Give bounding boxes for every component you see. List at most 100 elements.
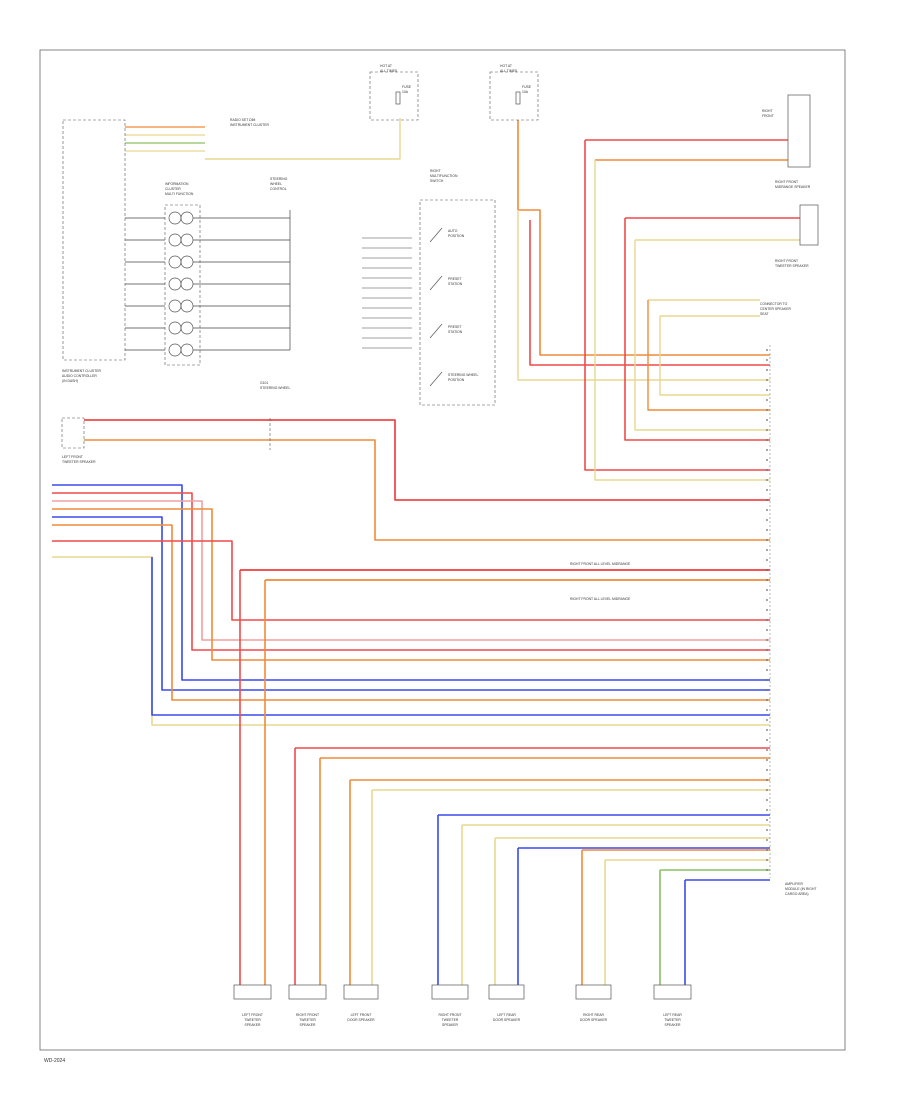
amplifier-pin xyxy=(766,769,768,771)
amplifier-pin xyxy=(766,849,768,851)
amplifier-pin xyxy=(766,489,768,491)
rf-mid-tag: RIGHT xyxy=(762,109,773,113)
switch-contact xyxy=(429,275,443,291)
speaker-label: LEFT REAR xyxy=(497,1013,516,1017)
amplifier-pin xyxy=(766,669,768,671)
amplifier-pin xyxy=(766,419,768,421)
amplifier-pin xyxy=(766,429,768,431)
amplifier-pin xyxy=(766,699,768,701)
cluster-bulb xyxy=(180,211,194,225)
left-connector-wire-blue-b xyxy=(151,557,770,716)
fuse-hot-label: HOT AT xyxy=(500,64,512,68)
component-layer xyxy=(61,71,819,1000)
cluster-bulb xyxy=(180,343,194,357)
amplifier-pin xyxy=(766,789,768,791)
switch-group-label: RIGHT xyxy=(430,169,441,173)
amplifier-pin xyxy=(766,779,768,781)
amplifier-pin xyxy=(766,379,768,381)
rf-tweeter-label: TWEETER SPEAKER xyxy=(775,264,809,268)
fuse-power-wire-3 xyxy=(529,220,770,366)
amplifier-pin xyxy=(766,759,768,761)
switch-label: PRESET xyxy=(448,325,462,329)
cluster-bulb xyxy=(180,255,194,269)
speaker-body xyxy=(288,984,327,1000)
switch-label: POSITION xyxy=(448,378,465,382)
fuse-rating-label: FUSE xyxy=(402,85,412,89)
cluster-bulb xyxy=(168,255,182,269)
left-connector-wire-6 xyxy=(52,524,770,701)
amplifier-pin xyxy=(766,359,768,361)
amplifier-pin xyxy=(766,549,768,551)
speaker-body xyxy=(653,984,692,1000)
speaker-label: LEFT FRONT xyxy=(351,1013,372,1017)
speaker-body xyxy=(233,984,272,1000)
footer-code: WD-2024 xyxy=(44,1058,65,1064)
speaker-label: TWEETER xyxy=(442,1018,459,1022)
amplifier-pin xyxy=(766,509,768,511)
switch-contact xyxy=(429,227,443,243)
info-cluster-label: INFORMATION xyxy=(165,182,189,186)
rf-mid-wire-neg xyxy=(594,160,770,481)
cluster-bulb xyxy=(168,277,182,291)
amplifier-pin xyxy=(766,389,768,391)
right-front-midrange-speaker xyxy=(787,94,811,168)
rf-tw-wire-neg-v xyxy=(634,240,770,431)
switch-contact xyxy=(429,323,443,339)
amplifier-label: CARGO AREA) xyxy=(785,892,809,896)
amplifier-pin xyxy=(766,499,768,501)
amplifier-pin xyxy=(766,559,768,561)
amplifier-pin xyxy=(766,689,768,691)
amp-pin-label-2: RIGHT FRONT ALL LEVEL MIDRANGE xyxy=(570,597,631,601)
ground-label: G101 xyxy=(260,381,268,385)
cluster-bulb xyxy=(180,299,194,313)
left-tweeter-wire-pos xyxy=(84,419,770,501)
switch-label: POSITION xyxy=(448,234,465,238)
cluster-box xyxy=(164,204,201,366)
amplifier-pin xyxy=(766,719,768,721)
info-cluster-label: MULTI FUNCTION xyxy=(165,192,194,196)
amplifier-pin xyxy=(766,829,768,831)
speaker-label: LEFT REAR xyxy=(663,1013,682,1017)
cluster-bulb xyxy=(180,233,194,247)
left-tweeter-label: TWEETER SPEAKER xyxy=(62,460,96,464)
amplifier-pin xyxy=(766,599,768,601)
amplifier-pin xyxy=(766,869,768,871)
steering-control-label: CONTROL xyxy=(270,187,287,191)
steering-control-label: WHEEL xyxy=(270,182,282,186)
left-connector-wire-7 xyxy=(52,540,770,621)
audio-controller-label: AUDIO CONTROLLER xyxy=(62,374,97,378)
cluster-bulb xyxy=(168,299,182,313)
speaker-label: RIGHT FRONT xyxy=(296,1013,319,1017)
switch-box xyxy=(419,199,496,406)
left-tweeter-wire-neg xyxy=(84,439,770,541)
cluster-bulb xyxy=(168,211,182,225)
fuse-element xyxy=(515,91,521,105)
amplifier-pin xyxy=(766,409,768,411)
speaker-label: TWEETER xyxy=(244,1018,261,1022)
amplifier-label: MODULE (IN RIGHT xyxy=(785,887,816,891)
fuse-hot-label: HOT AT xyxy=(380,64,392,68)
speaker-body xyxy=(488,984,525,1000)
wire-layer xyxy=(52,118,800,985)
left-connector-wire-3 xyxy=(52,500,770,641)
switch-label: PRESET xyxy=(448,277,462,281)
switch-group-label: SWITCH xyxy=(430,179,444,183)
amplifier-pin xyxy=(766,839,768,841)
speaker-label: TWEETER xyxy=(664,1018,681,1022)
speaker-label: DOOR SPEAKER xyxy=(493,1018,521,1022)
switch-label: STATION xyxy=(448,330,463,334)
left-connector-wire-2 xyxy=(52,492,770,651)
fuse-rating-label: FUSE xyxy=(522,85,532,89)
fuse-box xyxy=(489,71,539,121)
speaker-label: SPEAKER xyxy=(244,1023,261,1027)
amplifier-pin xyxy=(766,619,768,621)
amplifier-pin xyxy=(766,739,768,741)
fuse-hot-label: ALL TIMES xyxy=(380,69,398,73)
amplifier-pin xyxy=(766,729,768,731)
fuse-box xyxy=(369,71,419,121)
audio-controller-label: (IN DASH) xyxy=(62,379,78,383)
amplifier-pin xyxy=(766,709,768,711)
amplifier-pin xyxy=(766,679,768,681)
top-connector-label: INSTRUMENT CLUSTER xyxy=(230,123,269,127)
